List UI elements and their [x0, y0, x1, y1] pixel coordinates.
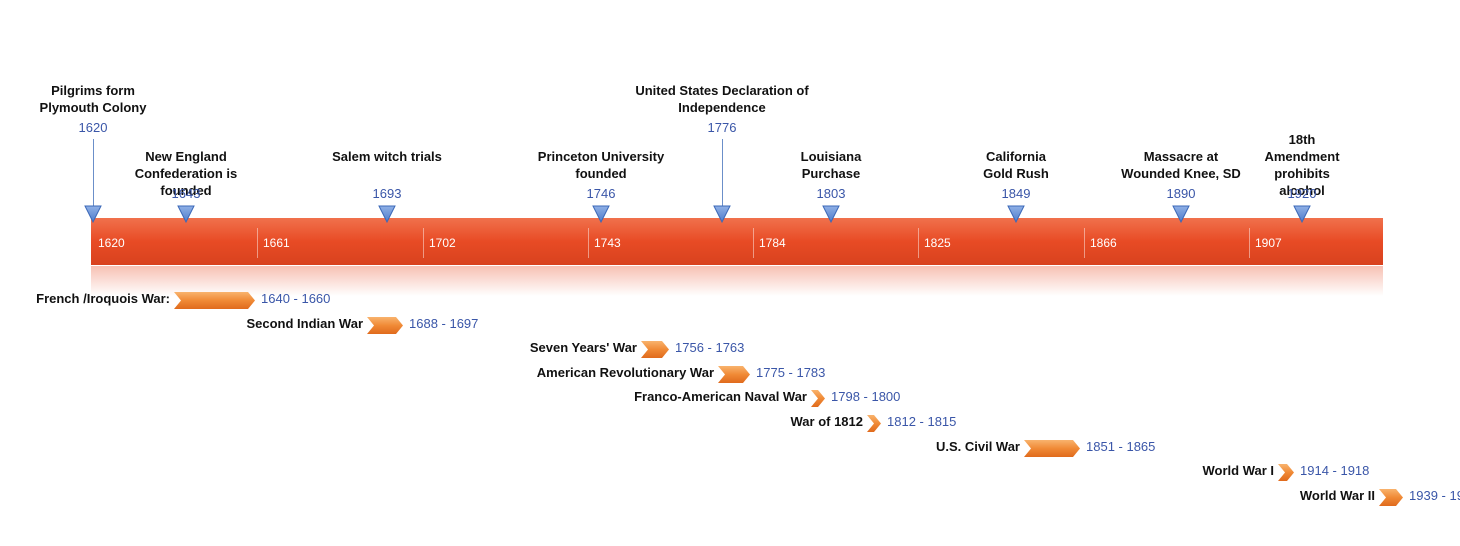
- tick-line: [1249, 228, 1250, 258]
- milestone-marker-icon: [1007, 205, 1025, 223]
- milestone-marker-icon: [378, 205, 396, 223]
- span-title: Franco-American Naval War: [634, 389, 807, 405]
- tick-line: [257, 228, 258, 258]
- span-dates: 1688 - 1697: [409, 315, 479, 331]
- milestone-year: 1890: [1166, 186, 1196, 201]
- span-dates: 1756 - 1763: [675, 340, 745, 356]
- span-row: War of 1812 1812 - 1815: [791, 412, 956, 434]
- tick-label: 1784: [759, 236, 786, 250]
- chevron-arrow-icon: [1024, 439, 1080, 457]
- tick-label: 1620: [98, 236, 125, 250]
- span-dates: 1640 - 1660: [261, 291, 331, 306]
- milestone-marker-icon: [1172, 205, 1190, 223]
- tick-line: [1084, 228, 1085, 258]
- span-dates: 1914 - 1918: [1300, 463, 1370, 479]
- chevron-arrow-icon: [1278, 464, 1294, 482]
- span-row: U.S. Civil War 1851 - 1865: [936, 437, 1155, 459]
- milestone-connector: [93, 139, 94, 206]
- chevron-arrow-icon: [718, 365, 750, 383]
- tick-label: 1702: [429, 236, 456, 250]
- span-dates: 1851 - 1865: [1086, 438, 1156, 454]
- chevron-arrow-icon: [641, 341, 669, 359]
- milestone-title: United States Declaration of Independenc…: [635, 83, 809, 115]
- milestone-title: Massacre at Wounded Knee, SD: [1121, 149, 1241, 181]
- span-row: World War II 1939 - 1945: [1300, 486, 1460, 508]
- span-row: Franco-American Naval War 1798 - 1800: [634, 387, 900, 409]
- span-dates: 1812 - 1815: [887, 414, 957, 429]
- span-dates: 1939 - 1945: [1409, 487, 1460, 503]
- milestone-year: 1920: [1287, 186, 1317, 201]
- span-row: American Revolutionary War 1775 - 1783: [537, 363, 825, 385]
- milestone-year: 1849: [1001, 186, 1031, 201]
- span-row: Seven Years' War 1756 - 1763: [530, 338, 744, 360]
- milestone-marker-icon: [84, 205, 102, 223]
- tick-label: 1907: [1255, 236, 1282, 250]
- milestone-title: Louisiana Purchase: [800, 149, 862, 181]
- milestone-connector: [722, 139, 723, 206]
- milestone-title: Princeton University founded: [537, 149, 665, 181]
- milestone-title: Pilgrims form Plymouth Colony: [39, 83, 147, 115]
- milestone-year: 1803: [816, 186, 846, 201]
- chevron-arrow-icon: [367, 316, 403, 334]
- timeline-band: [91, 218, 1383, 265]
- tick-label: 1743: [594, 236, 621, 250]
- span-row: Second Indian War 1688 - 1697: [246, 314, 478, 336]
- span-title: War of 1812: [790, 414, 864, 429]
- timeline-band-reflection: [91, 266, 1383, 296]
- milestone-title: 18th Amendment prohibits alcohol: [1264, 132, 1340, 198]
- chevron-arrow-icon: [867, 415, 881, 432]
- tick-line: [753, 228, 754, 258]
- span-row: French /Iroquois War: 1640 - 1660: [36, 289, 330, 311]
- tick-label: 1825: [924, 236, 951, 250]
- milestone-marker-icon: [1293, 205, 1311, 223]
- milestone-marker-icon: [713, 205, 731, 223]
- span-title: World War I: [1202, 463, 1275, 479]
- span-dates: 1798 - 1800: [831, 389, 901, 405]
- chevron-arrow-icon: [811, 390, 825, 408]
- span-row: World War I 1914 - 1918: [1203, 461, 1369, 483]
- span-title: American Revolutionary War: [536, 364, 714, 380]
- span-title: French /Iroquois War:: [36, 291, 170, 306]
- span-dates: 1775 - 1783: [756, 364, 826, 380]
- milestone-marker-icon: [177, 205, 195, 223]
- tick-label: 1866: [1090, 236, 1117, 250]
- span-title: World War II: [1299, 487, 1375, 503]
- milestone-title: New England Confederation is founded: [134, 149, 238, 198]
- tick-line: [423, 228, 424, 258]
- tick-label: 1661: [263, 236, 290, 250]
- milestone-year: 1776: [707, 120, 737, 135]
- span-title: U.S. Civil War: [935, 438, 1020, 454]
- milestone-year: 1693: [372, 186, 402, 201]
- milestone-year: 1620: [78, 120, 108, 135]
- milestone-title: California Gold Rush: [983, 149, 1049, 181]
- chevron-arrow-icon: [174, 292, 255, 309]
- milestone-title: Salem witch trials: [332, 149, 442, 164]
- chevron-arrow-icon: [1379, 488, 1403, 506]
- milestone-marker-icon: [592, 205, 610, 223]
- milestone-year: 1643: [171, 186, 201, 201]
- tick-line: [588, 228, 589, 258]
- milestone-year: 1746: [586, 186, 616, 201]
- milestone-marker-icon: [822, 205, 840, 223]
- span-title: Seven Years' War: [529, 340, 637, 356]
- span-title: Second Indian War: [246, 315, 363, 331]
- tick-line: [918, 228, 919, 258]
